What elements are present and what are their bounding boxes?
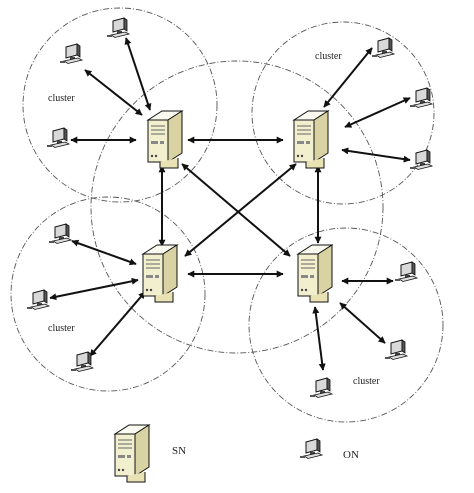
computer-icon xyxy=(26,289,50,310)
computer-icon xyxy=(106,17,130,38)
legend: SN ON xyxy=(114,424,359,483)
cluster-circle-bottom-right xyxy=(248,227,444,423)
legend-sn-label: SN xyxy=(172,445,186,457)
computer-icon xyxy=(384,339,408,360)
computer-icon xyxy=(59,43,83,64)
computer-icon xyxy=(394,261,418,282)
computer-icon xyxy=(409,149,433,170)
legend-on-label: ON xyxy=(343,449,359,461)
computer-icon xyxy=(46,127,70,148)
server-icon xyxy=(142,244,178,303)
computer-icon xyxy=(70,351,94,372)
server-icon xyxy=(297,244,333,303)
computer-icon xyxy=(309,377,333,398)
connections xyxy=(49,37,411,371)
computer-icon xyxy=(371,37,395,58)
cluster-label: cluster xyxy=(353,376,380,387)
server-icon xyxy=(293,110,329,169)
central-circle xyxy=(90,60,384,354)
legend-computer-icon xyxy=(299,438,323,459)
computer-icon xyxy=(48,223,72,244)
legend-server-icon xyxy=(114,424,150,483)
cluster-label: cluster xyxy=(48,323,75,334)
server-icon xyxy=(147,110,183,169)
cluster-label: cluster xyxy=(315,51,342,62)
cluster-circle-top-left xyxy=(22,7,218,203)
cluster-circle-top-right xyxy=(251,21,435,205)
cluster-circle-bottom-left xyxy=(10,196,206,392)
cluster-label: cluster xyxy=(48,93,75,104)
cluster-boundaries xyxy=(10,7,444,423)
computer-icon xyxy=(409,87,433,108)
